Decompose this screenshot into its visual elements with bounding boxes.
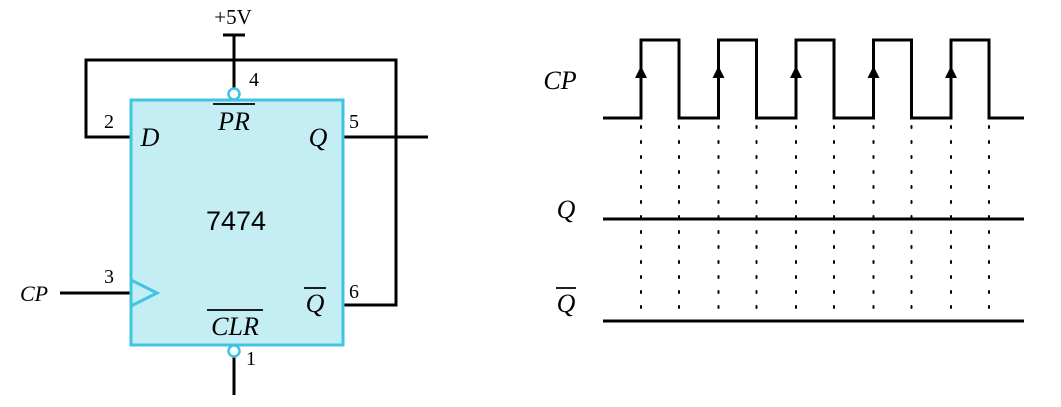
- timing-diagram: CP Q Q: [543, 38, 1024, 323]
- wire-feedback-qbar-to-d: [84, 58, 398, 307]
- clock-edge-triangle-icon: [130, 278, 161, 308]
- pin-number-clk: 3: [104, 266, 114, 288]
- pin-qbar-label: Q: [306, 289, 325, 318]
- flip-flop-schematic: +5V 7474 PR D Q Q CLR 4 2 5 3: [20, 5, 428, 395]
- pin-number-d: 2: [104, 111, 114, 133]
- pin-number-qbar: 6: [349, 281, 359, 303]
- supply-label: +5V: [214, 5, 252, 29]
- pin-q-label: Q: [309, 123, 328, 152]
- pr-inversion-bubble: [227, 87, 241, 101]
- cp-waveform: [603, 38, 1024, 120]
- rising-edge-arrows: [635, 66, 957, 110]
- timing-dotted-gridlines: [640, 125, 990, 317]
- pin-number-q: 5: [349, 111, 359, 133]
- timing-label-qbar: Q: [557, 289, 576, 318]
- timing-label-cp: CP: [543, 66, 576, 95]
- clr-inversion-bubble: [227, 344, 241, 358]
- pin-number-pr: 4: [249, 69, 259, 91]
- cp-input-label: CP: [20, 281, 48, 306]
- pin-d-label: D: [140, 123, 160, 152]
- pin-clr-label: CLR: [211, 312, 259, 341]
- pin-pr-label: PR: [217, 107, 250, 136]
- timing-label-q: Q: [557, 195, 576, 224]
- pin-number-clr: 1: [246, 348, 256, 370]
- chip-part-number: 7474: [206, 206, 266, 236]
